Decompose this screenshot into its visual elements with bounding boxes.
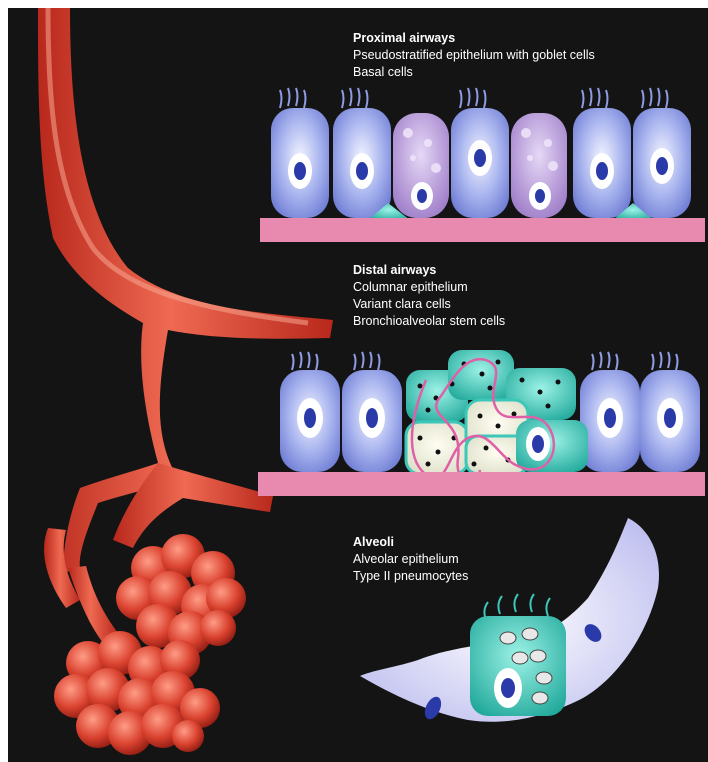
illustration <box>8 8 708 762</box>
proximal-airways-caption: Proximal airways Pseudostratified epithe… <box>353 30 595 81</box>
alveoli-title: Alveoli <box>353 534 468 551</box>
distal-airways-line-3: Bronchioalveolar stem cells <box>353 313 505 330</box>
distal-epithelium <box>258 350 705 496</box>
distal-airways-caption: Distal airways Columnar epithelium Varia… <box>353 262 505 330</box>
proximal-basement-membrane <box>260 218 705 242</box>
proximal-airways-line-2: Basal cells <box>353 64 595 81</box>
alveoli-caption: Alveoli Alveolar epithelium Type II pneu… <box>353 534 468 585</box>
alveoli-line-2: Type II pneumocytes <box>353 568 468 585</box>
alveolar-sac-cluster-lower <box>54 631 220 755</box>
branch-to-lower-cluster <box>68 566 118 643</box>
type-two-pneumocyte <box>470 594 566 716</box>
alveolar-sac-cluster-upper <box>116 534 246 655</box>
proximal-epithelium <box>260 88 705 242</box>
distal-airways-line-2: Variant clara cells <box>353 296 505 313</box>
proximal-airways-line-1: Pseudostratified epithelium with goblet … <box>353 47 595 64</box>
distal-basement-membrane <box>258 472 705 496</box>
lung-epithelium-figure: Proximal airways Pseudostratified epithe… <box>8 8 708 762</box>
bronchioalveolar-stem-cell <box>516 420 588 472</box>
alveoli-line-1: Alveolar epithelium <box>353 551 468 568</box>
distal-airways-line-1: Columnar epithelium <box>353 279 505 296</box>
proximal-airways-title: Proximal airways <box>353 30 595 47</box>
distal-airways-title: Distal airways <box>353 262 505 279</box>
proximal-cilia <box>280 88 668 108</box>
